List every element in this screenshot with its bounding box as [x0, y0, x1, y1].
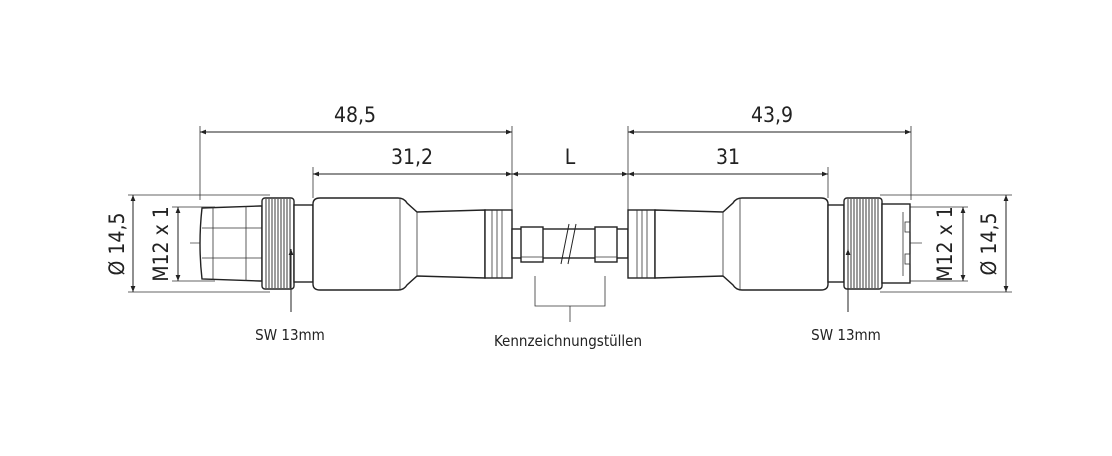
marker-sleeve-left — [520, 226, 544, 263]
right-collar — [827, 204, 845, 283]
dimension-right-diameter: Ø 14,5 — [977, 195, 1009, 292]
marker-sleeve-right — [594, 226, 618, 263]
dim-right-total-label: 43,9 — [751, 103, 793, 127]
right-socket-face — [881, 203, 911, 284]
left-connector — [199, 197, 513, 291]
dimension-43-9: 43,9 — [628, 103, 911, 135]
dimension-left-diameter: Ø 14,5 — [105, 195, 136, 292]
left-wrench-label: SW 13mm — [255, 326, 325, 344]
cable: Kennzeichnungstüllen — [494, 223, 642, 350]
dimension-right-thread: M12 x 1 — [933, 206, 966, 282]
left-strain-relief — [484, 209, 513, 279]
cable-break-mark — [560, 223, 570, 265]
left-wrench-note: SW 13mm — [255, 249, 325, 344]
right-wrench-note: SW 13mm — [811, 249, 881, 344]
dim-left-body-label: 31,2 — [391, 145, 433, 169]
dim-left-thread-label: M12 x 1 — [149, 206, 173, 282]
left-molded-body — [312, 197, 486, 291]
dim-left-total-label: 48,5 — [334, 103, 376, 127]
dim-cable-length-label: L — [565, 145, 576, 169]
dim-right-diameter-label: Ø 14,5 — [977, 213, 1001, 276]
left-collar — [293, 204, 314, 283]
dimension-31: 31 — [628, 145, 828, 177]
dim-right-thread-label: M12 x 1 — [933, 206, 957, 282]
dimension-L: L — [512, 145, 628, 177]
dimension-left-thread: M12 x 1 — [149, 206, 181, 282]
right-wrench-label: SW 13mm — [811, 326, 881, 344]
marker-sleeve-leader — [534, 276, 606, 307]
right-strain-relief — [627, 209, 656, 279]
dim-left-diameter-label: Ø 14,5 — [105, 213, 129, 276]
dim-right-body-label: 31 — [716, 145, 740, 169]
left-hex-nut — [199, 205, 263, 282]
right-molded-body — [654, 197, 829, 291]
marker-sleeves-label: Kennzeichnungstüllen — [494, 332, 642, 350]
dimension-31-2: 31,2 — [313, 145, 512, 177]
dimension-48-5: 48,5 — [200, 103, 512, 135]
right-connector — [627, 197, 911, 291]
